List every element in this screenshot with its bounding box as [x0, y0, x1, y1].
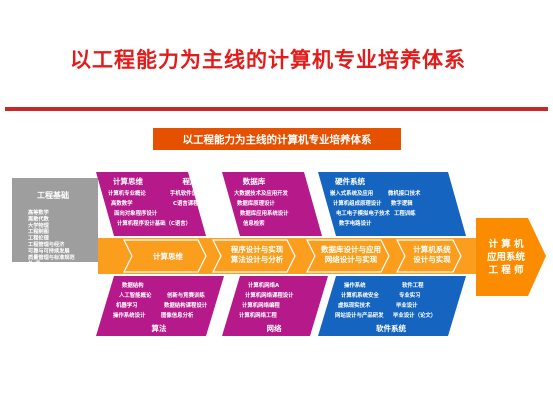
bottom-group-item: 软件工程: [402, 281, 424, 289]
target-arrow: [476, 218, 546, 296]
spine-node-label: 设计与实现: [413, 254, 451, 264]
target: 计 算 机 应用系统 工 程 师: [476, 218, 546, 296]
title-underline: [5, 107, 548, 111]
bottom-group-item: 计算机网络课程设计: [245, 291, 294, 299]
spine-node-label: 计算思维: [153, 251, 183, 261]
top-group-item: 信息检索: [243, 219, 265, 227]
banner-text: 以工程能力为主线的计算机专业培养体系: [183, 133, 372, 146]
top-group-label: 硬件系统: [335, 176, 365, 186]
spine-node-label: 计算机系统: [413, 244, 451, 254]
bottom-group-item: 操作系统设计: [113, 311, 146, 319]
spine-node-label: 算法设计与分析: [231, 254, 284, 264]
bottom-group-box: [318, 276, 466, 336]
base-label: 工程基础: [37, 190, 69, 200]
bottom-group-item: 毕业设计（论文）: [393, 311, 436, 319]
spine-node: [396, 239, 462, 273]
bottom-group-item: 毕业设计: [396, 301, 418, 309]
base-box: [12, 178, 98, 262]
bottom-group-item: 专业实习: [399, 291, 421, 299]
bottom-group-box: [96, 276, 224, 336]
top-group-item: 嵌入式系统及应用: [330, 189, 373, 197]
top-group-item: 数据库应用系统设计: [240, 209, 289, 217]
base-item: 质量管理与标准规范: [28, 253, 76, 261]
bottom-group-item: 数据结构: [122, 281, 144, 289]
bottom-group-box: [222, 276, 328, 336]
page-title: 以工程能力为主线的计算机专业培养体系: [70, 48, 466, 72]
base-item: 外 语: [28, 259, 41, 267]
bottom-group-item: 计算机系统安全: [341, 291, 379, 299]
bottom-group-item: 计算机网络A: [248, 281, 280, 289]
top-group-item: 面向对象程序设计: [114, 209, 158, 217]
top-group-box: [222, 172, 322, 236]
top-group-item: C语言课程设计: [173, 199, 210, 207]
base-item: 离散代数: [28, 214, 50, 222]
top-group-label: 计算思维: [113, 176, 143, 186]
top-group-label: 数据库: [243, 176, 266, 186]
base-item: 工程制图: [28, 227, 49, 235]
top-group-item: 工程训练: [394, 209, 416, 217]
top-group-label: 程序: [183, 176, 198, 186]
banner: 以工程能力为主线的计算机专业培养体系: [153, 128, 401, 150]
banner-box: [153, 128, 401, 150]
spine-node: [212, 239, 296, 273]
top-group-item: 计算机专业概论: [108, 189, 146, 197]
base-items: 高等数学离散代数大学物理工程制图工程伦理工程管理与经济可靠与可持续发展质量管理与…: [28, 208, 76, 267]
spine-node-label: 数据库设计与应用: [321, 244, 381, 254]
target-line-1: 计 算 机: [488, 238, 524, 250]
base-item: 可靠与可持续发展: [28, 246, 70, 254]
spine-node-label: 网络设计与实现: [325, 254, 378, 264]
engineering-base: 工程基础 高等数学离散代数大学物理工程制图工程伦理工程管理与经济可靠与可持续发展…: [12, 178, 98, 267]
bottom-group-item: 创新与竞赛训练: [166, 291, 205, 299]
bottom-group-item: 计算机网络编程: [242, 301, 280, 309]
bottom-group-item: 机器学习: [116, 301, 138, 309]
bottom-group-label: 算法: [152, 323, 167, 333]
top-group-item: 高数数学: [111, 199, 133, 207]
base-item: 高等数学: [28, 208, 49, 216]
top-group-box: [318, 172, 466, 236]
target-line-3: 工 程 师: [488, 264, 524, 276]
target-line-2: 应用系统: [487, 251, 526, 263]
bottom-group-item: 操作系统: [344, 281, 366, 289]
top-group-item: 手机软件设计: [170, 189, 203, 197]
top-group-item: 数字电路设计: [339, 219, 372, 227]
top-group-item: 数字逻辑: [391, 199, 413, 207]
top-group-item: 电工电子模拟电子技术: [336, 209, 391, 217]
top-group-item: 计算机程序设计基础（C语言）: [117, 219, 191, 227]
bottom-group-label: 网络: [267, 323, 282, 333]
bottom-group-item: 计算机网络工程: [239, 311, 277, 319]
base-item: 大学物理: [28, 221, 50, 229]
spine-node: [123, 239, 207, 273]
base-item: 工程管理与经济: [28, 240, 65, 248]
top-group-item: 微机接口技术: [387, 189, 421, 197]
base-item: 工程伦理: [28, 234, 50, 242]
bottom-group-label: 软件系统: [376, 323, 406, 333]
bottom-group-item: 虚拟现实技术: [338, 301, 371, 309]
spine-node-label: 程序设计与实现: [231, 244, 284, 254]
top-group-item: 计算机组成原理设计: [333, 199, 382, 207]
top-group-item: 大数据技术及应用开发: [234, 189, 289, 197]
top-group-box: [96, 172, 206, 236]
top-group-item: 数据库原理设计: [237, 199, 275, 207]
bottom-group-item: 图像信息分析: [161, 311, 194, 319]
bottom-group-item: 人工智能概论: [119, 291, 152, 299]
bottom-group-item: 数据结构课程设计: [164, 301, 208, 309]
spine-node: [306, 239, 390, 273]
bottom-group-item: 网站设计与产品研发: [335, 311, 384, 319]
